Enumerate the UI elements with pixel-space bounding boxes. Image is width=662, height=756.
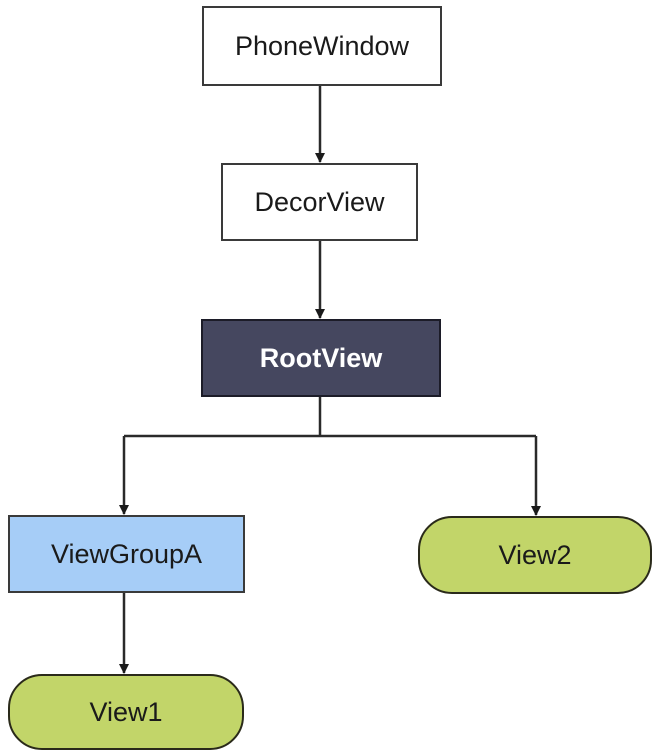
node-decorview: DecorView	[221, 163, 418, 241]
node-rootview: RootView	[201, 319, 441, 397]
node-rootview-label: RootView	[259, 342, 383, 373]
node-phonewindow: PhoneWindow	[202, 6, 442, 86]
node-viewgroupa-label: ViewGroupA	[50, 538, 203, 569]
node-decorview-label: DecorView	[254, 186, 385, 217]
node-view2-label: View2	[498, 539, 572, 570]
node-view2: View2	[418, 516, 652, 594]
node-viewgroupa: ViewGroupA	[8, 515, 245, 593]
node-phonewindow-label: PhoneWindow	[234, 30, 410, 61]
node-view1-label: View1	[89, 696, 163, 727]
node-view1: View1	[8, 674, 244, 750]
